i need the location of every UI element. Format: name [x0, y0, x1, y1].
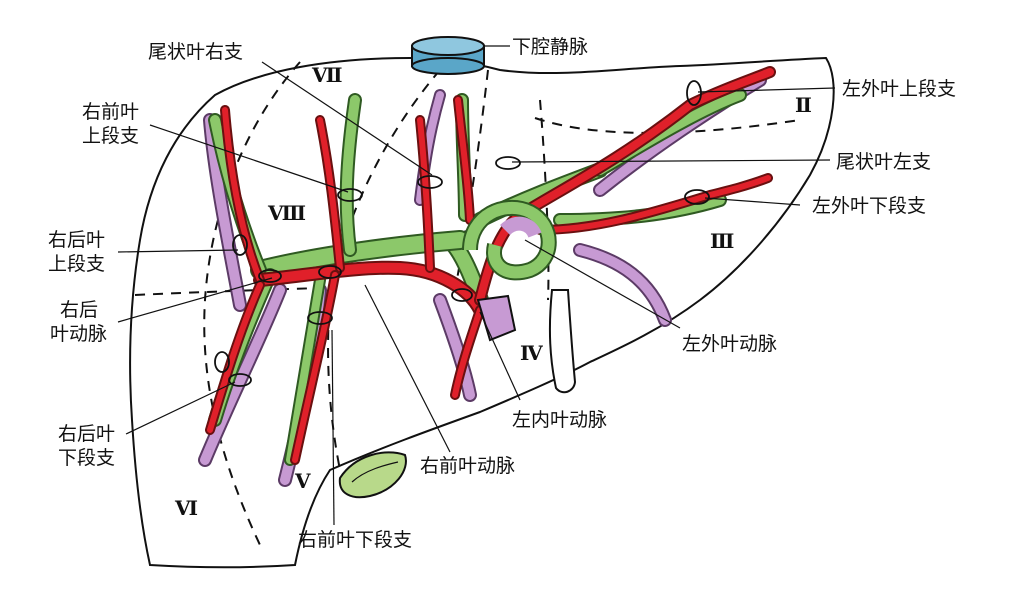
segment-border-falciform — [539, 99, 550, 301]
left-vein-segment — [500, 216, 542, 239]
label-left-lateral-superior: 左外叶上段支 — [842, 78, 956, 100]
label-right-posterior-superior-line1: 右后叶 — [48, 229, 105, 251]
segment-label-VI: Ⅵ — [174, 496, 198, 520]
label-right-anterior-superior-line1: 右前叶 — [82, 101, 139, 123]
ivc-cylinder — [411, 36, 485, 75]
segment-label-VIII: Ⅷ — [267, 201, 306, 225]
branch-rings — [214, 80, 710, 387]
label-right-posterior-inferior-line1: 右后叶 — [58, 423, 115, 445]
segment-border-mid — [454, 69, 489, 291]
segment-border-right-post — [203, 61, 301, 546]
segment-border-horizontal — [134, 287, 321, 296]
segment-label-IV: Ⅳ — [520, 341, 543, 365]
leader-lines — [117, 45, 836, 526]
hepatic-arteries — [205, 66, 776, 465]
label-left-lateral-inferior: 左外叶下段支 — [812, 195, 926, 217]
segment-label-III: Ⅲ — [710, 229, 734, 253]
segment-label-V: Ⅴ — [294, 469, 311, 493]
label-caudate-left-branch: 尾状叶左支 — [836, 151, 931, 173]
round-ligament — [548, 289, 577, 394]
label-left-medial-artery: 左内叶动脉 — [512, 409, 607, 431]
label-right-posterior-artery-line2: 叶动脉 — [50, 323, 107, 345]
label-caudate-right-branch: 尾状叶右支 — [148, 41, 243, 63]
label-right-anterior-artery: 右前叶动脉 — [420, 455, 515, 477]
segment-border-left — [534, 117, 801, 134]
label-left-lateral-artery: 左外叶动脉 — [682, 333, 777, 355]
label-right-anterior-superior-line2: 上段支 — [82, 125, 139, 147]
segment-label-VII: Ⅶ — [311, 63, 343, 87]
left-portal-loop-inner — [464, 202, 555, 279]
segment-border-right-ant — [327, 69, 441, 471]
segment-label-II: Ⅱ — [795, 93, 812, 117]
gallbladder-fold — [351, 461, 399, 483]
label-right-anterior-inferior: 右前叶下段支 — [298, 529, 412, 551]
label-right-posterior-superior-line2: 上段支 — [48, 253, 105, 275]
label-ivc: 下腔静脉 — [512, 36, 588, 58]
label-right-posterior-inferior-line2: 下段支 — [58, 447, 115, 469]
label-right-posterior-artery-line1: 右后 — [60, 299, 98, 321]
